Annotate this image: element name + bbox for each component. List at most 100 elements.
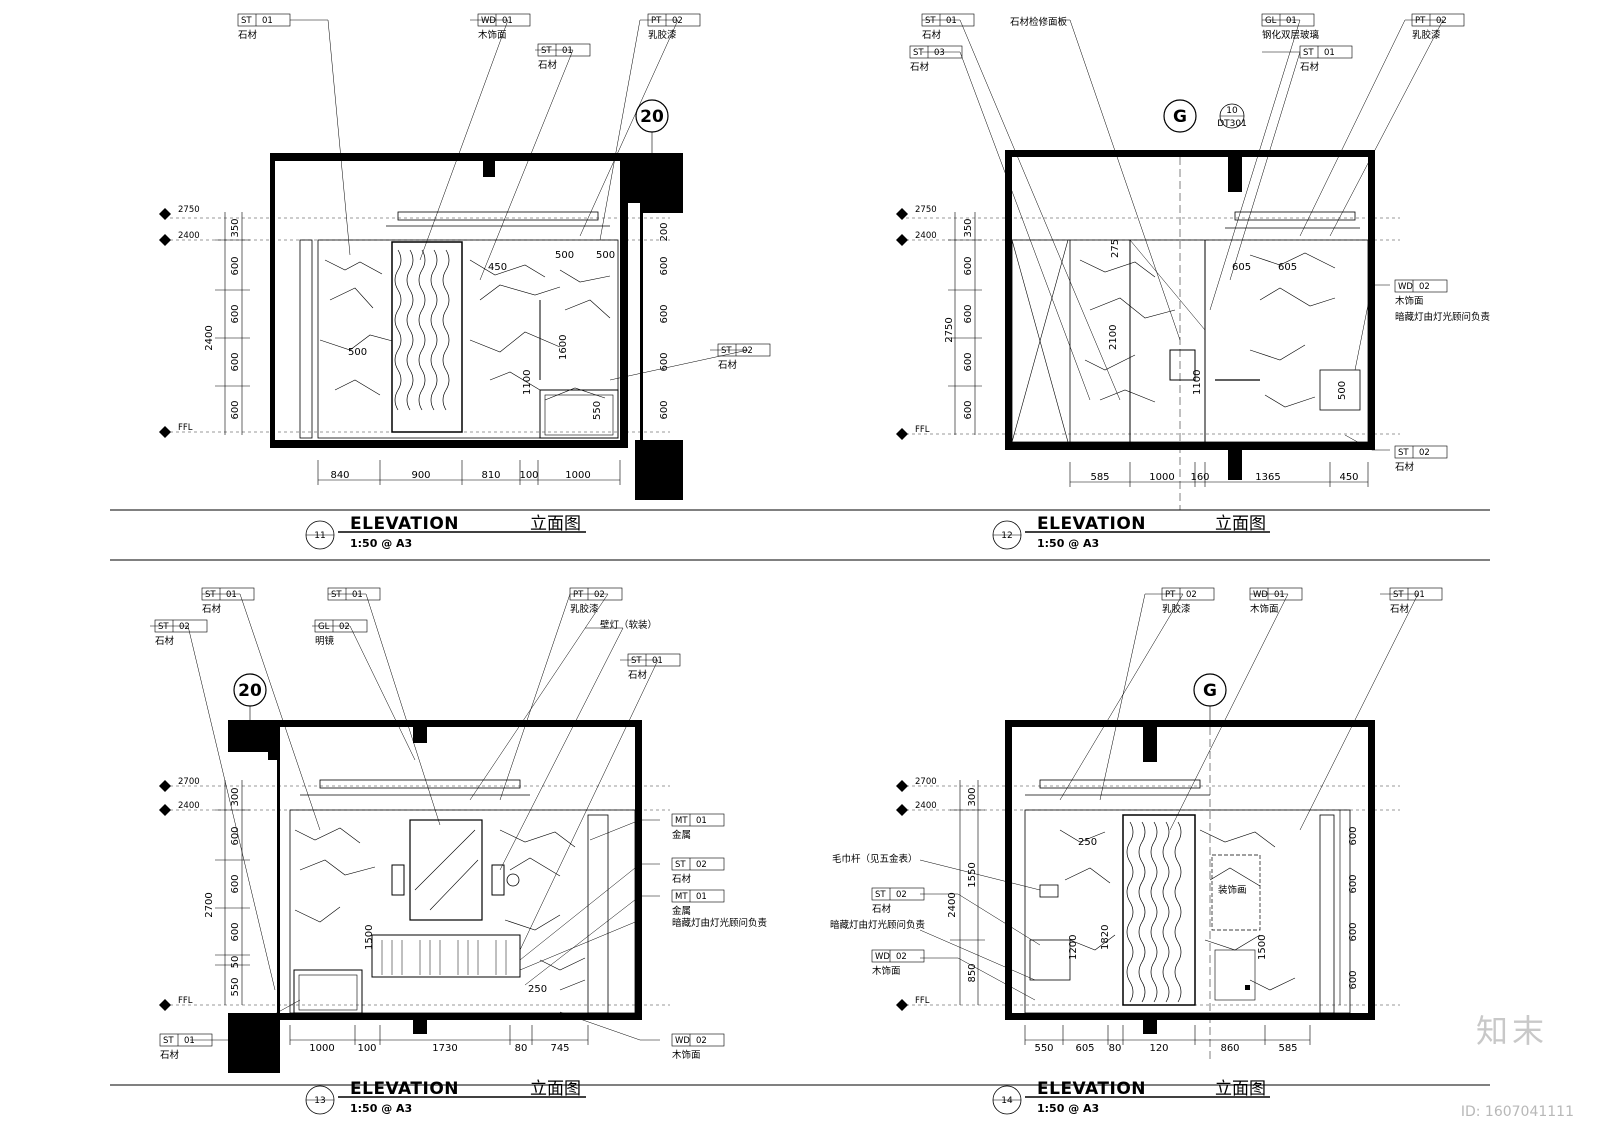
svg-text:ST: ST (163, 1036, 174, 1046)
svg-text:石材: 石材 (238, 29, 258, 41)
level-mark: 2400 (915, 231, 937, 241)
v-dim: 600 (230, 400, 241, 419)
v-dim: 600 (230, 256, 241, 275)
svg-text:ST: ST (1303, 48, 1314, 58)
svg-text:石材: 石材 (922, 29, 942, 41)
v-dim: 600 (230, 352, 241, 371)
v-dim-total: 2700 (204, 892, 215, 917)
level-mark: 2750 (915, 205, 937, 215)
svg-text:乳胶漆: 乳胶漆 (570, 603, 599, 615)
svg-text:02: 02 (896, 952, 907, 962)
watermark-logo: 知末 (1475, 1012, 1548, 1050)
svg-text:01: 01 (502, 16, 513, 26)
note-label: 暗藏灯由灯光顾问负责 (1395, 311, 1490, 323)
svg-text:石材: 石材 (538, 59, 558, 71)
svg-text:GL: GL (1265, 16, 1277, 26)
v-dim: 600 (659, 352, 670, 371)
inner-dim: 500 (596, 250, 615, 261)
material-tag: ST 01 石材 (1389, 587, 1443, 615)
grid-marker-20: 20 (238, 681, 262, 701)
svg-text:02: 02 (179, 622, 190, 632)
h-dim: 80 (1109, 1043, 1122, 1054)
svg-text:MT: MT (675, 892, 688, 902)
svg-text:木饰面: 木饰面 (672, 1049, 701, 1061)
svg-text:02: 02 (696, 1036, 707, 1046)
level-mark: 2400 (178, 801, 200, 811)
level-mark: 2400 (915, 801, 937, 811)
inner-dim: 605 (1232, 262, 1251, 273)
svg-text:01: 01 (1414, 590, 1425, 600)
grid-marker-g: G (1173, 107, 1187, 127)
inner-dim: 450 (488, 262, 507, 273)
section-number: 10 (1226, 106, 1238, 116)
level-mark: 2750 (178, 205, 200, 215)
elevation-14 (896, 593, 1419, 1115)
svg-text:石材: 石材 (910, 61, 930, 73)
svg-text:ST: ST (541, 46, 552, 56)
svg-text:石材: 石材 (1390, 603, 1410, 615)
svg-text:石材: 石材 (1395, 461, 1415, 473)
h-dim: 450 (1339, 472, 1358, 483)
panel-scale: 1:50 @ A3 (350, 537, 412, 550)
inner-dim: 1100 (1192, 370, 1203, 395)
svg-text:01: 01 (184, 1036, 195, 1046)
svg-text:木饰面: 木饰面 (1250, 603, 1279, 615)
v-dim: 350 (963, 218, 974, 237)
h-dim: 100 (519, 470, 538, 481)
svg-text:02: 02 (1186, 590, 1197, 600)
h-dim: 900 (411, 470, 430, 481)
v-dim-total: 2750 (944, 317, 955, 342)
level-mark: 2700 (178, 777, 200, 787)
svg-text:02: 02 (594, 590, 605, 600)
svg-text:01: 01 (1324, 48, 1335, 58)
note-label: 毛巾杆（见五金表） (832, 853, 918, 865)
svg-text:03: 03 (934, 48, 945, 58)
v-dim: 600 (963, 304, 974, 323)
note-label: 装饰画 (1218, 884, 1247, 896)
h-dim: 1000 (309, 1043, 334, 1054)
v-dim: 600 (1348, 970, 1359, 989)
grid-marker-20: 20 (640, 107, 664, 127)
h-dim: 1365 (1255, 472, 1280, 483)
note-label: 暗藏灯由灯光顾问负责 (830, 919, 925, 931)
svg-text:PT: PT (651, 16, 662, 26)
svg-text:ST: ST (1393, 590, 1404, 600)
h-dim: 1000 (565, 470, 590, 481)
v-dim: 300 (230, 787, 241, 806)
svg-text:ST: ST (675, 860, 686, 870)
note-label: 石材检修面板 (1010, 16, 1068, 28)
panel-scale: 1:50 @ A3 (1037, 537, 1099, 550)
svg-text:WD: WD (875, 952, 890, 962)
svg-text:石材: 石材 (202, 603, 222, 615)
v-dim: 300 (967, 787, 978, 806)
svg-text:石材: 石材 (872, 903, 892, 915)
h-dim: 160 (1190, 472, 1209, 483)
v-dim: 600 (230, 826, 241, 845)
svg-text:WD: WD (481, 16, 496, 26)
inner-dim: 500 (1337, 381, 1348, 400)
panel-title: ELEVATION (350, 1079, 459, 1099)
inner-dim: 1500 (1257, 935, 1268, 960)
v-dim-total: 2400 (947, 892, 958, 917)
v-dim: 600 (1348, 826, 1359, 845)
svg-text:乳胶漆: 乳胶漆 (648, 29, 677, 41)
v-dim: 600 (230, 304, 241, 323)
h-dim: 745 (550, 1043, 569, 1054)
h-dim: 1000 (1149, 472, 1174, 483)
grid-marker-g: G (1203, 681, 1217, 701)
svg-text:石材: 石材 (628, 669, 648, 681)
svg-text:ST: ST (721, 346, 732, 356)
